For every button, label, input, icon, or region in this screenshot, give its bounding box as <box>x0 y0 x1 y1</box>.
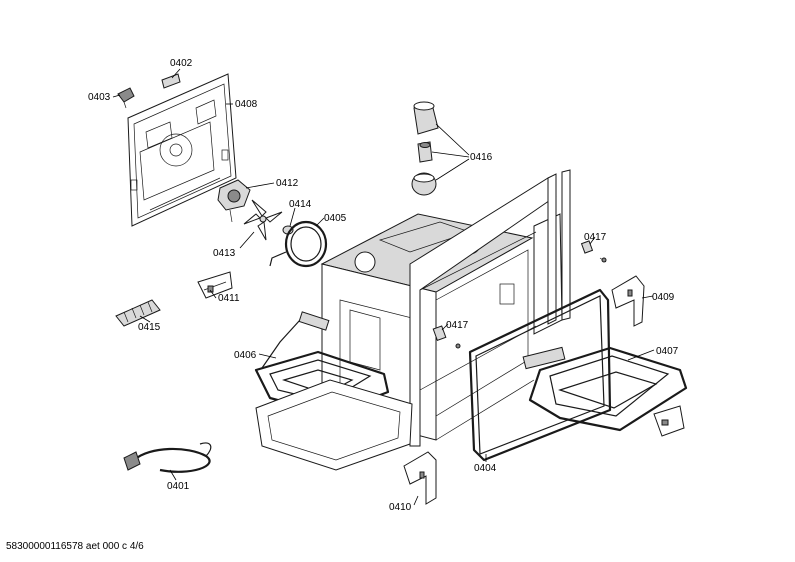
part-0401-power-cord <box>123 442 212 473</box>
part-0406-lower-heating-element <box>254 311 413 471</box>
label-0406: 0406 <box>234 350 257 361</box>
part-0403-switch <box>117 87 135 109</box>
part-0407-grill-element <box>522 346 688 437</box>
part-0411-bracket <box>197 271 233 299</box>
label-0405: 0405 <box>324 213 347 224</box>
part-0410-bracket <box>403 451 437 505</box>
part-0416-lamp-assembly <box>411 101 439 196</box>
label-0407: 0407 <box>656 346 679 357</box>
label-0410: 0410 <box>389 502 412 513</box>
part-0409-bracket <box>611 275 645 327</box>
label-0417-right: 0417 <box>584 232 607 243</box>
part-0404-door-seal <box>468 288 612 462</box>
label-0409: 0409 <box>652 292 675 303</box>
label-0417-left: 0417 <box>446 320 469 331</box>
label-0412: 0412 <box>276 178 299 189</box>
label-0402: 0402 <box>170 58 193 69</box>
part-0415-terminal-block <box>115 299 161 327</box>
label-0401: 0401 <box>167 481 190 492</box>
part-0402-clip <box>161 73 181 89</box>
leader-lines <box>112 68 655 506</box>
part-0405-ring-element <box>269 220 328 268</box>
label-0416: 0416 <box>470 152 493 163</box>
part-labels: 0402 0403 0408 0412 0414 0405 0413 0411 … <box>88 58 679 513</box>
part-0413-fan-blade <box>243 199 283 241</box>
part-0412-fan-motor <box>217 179 251 223</box>
part-0417-screw-right <box>580 240 607 263</box>
label-0413: 0413 <box>213 248 236 259</box>
part-0408-back-panel <box>127 73 237 227</box>
label-0411: 0411 <box>218 293 240 304</box>
label-0415: 0415 <box>138 322 161 333</box>
label-0403: 0403 <box>88 92 111 103</box>
document-reference-footer: 58300000116578 aet 000 c 4/6 <box>6 541 144 552</box>
label-0408: 0408 <box>235 99 258 110</box>
label-0404: 0404 <box>474 463 497 474</box>
label-0414: 0414 <box>289 199 312 210</box>
